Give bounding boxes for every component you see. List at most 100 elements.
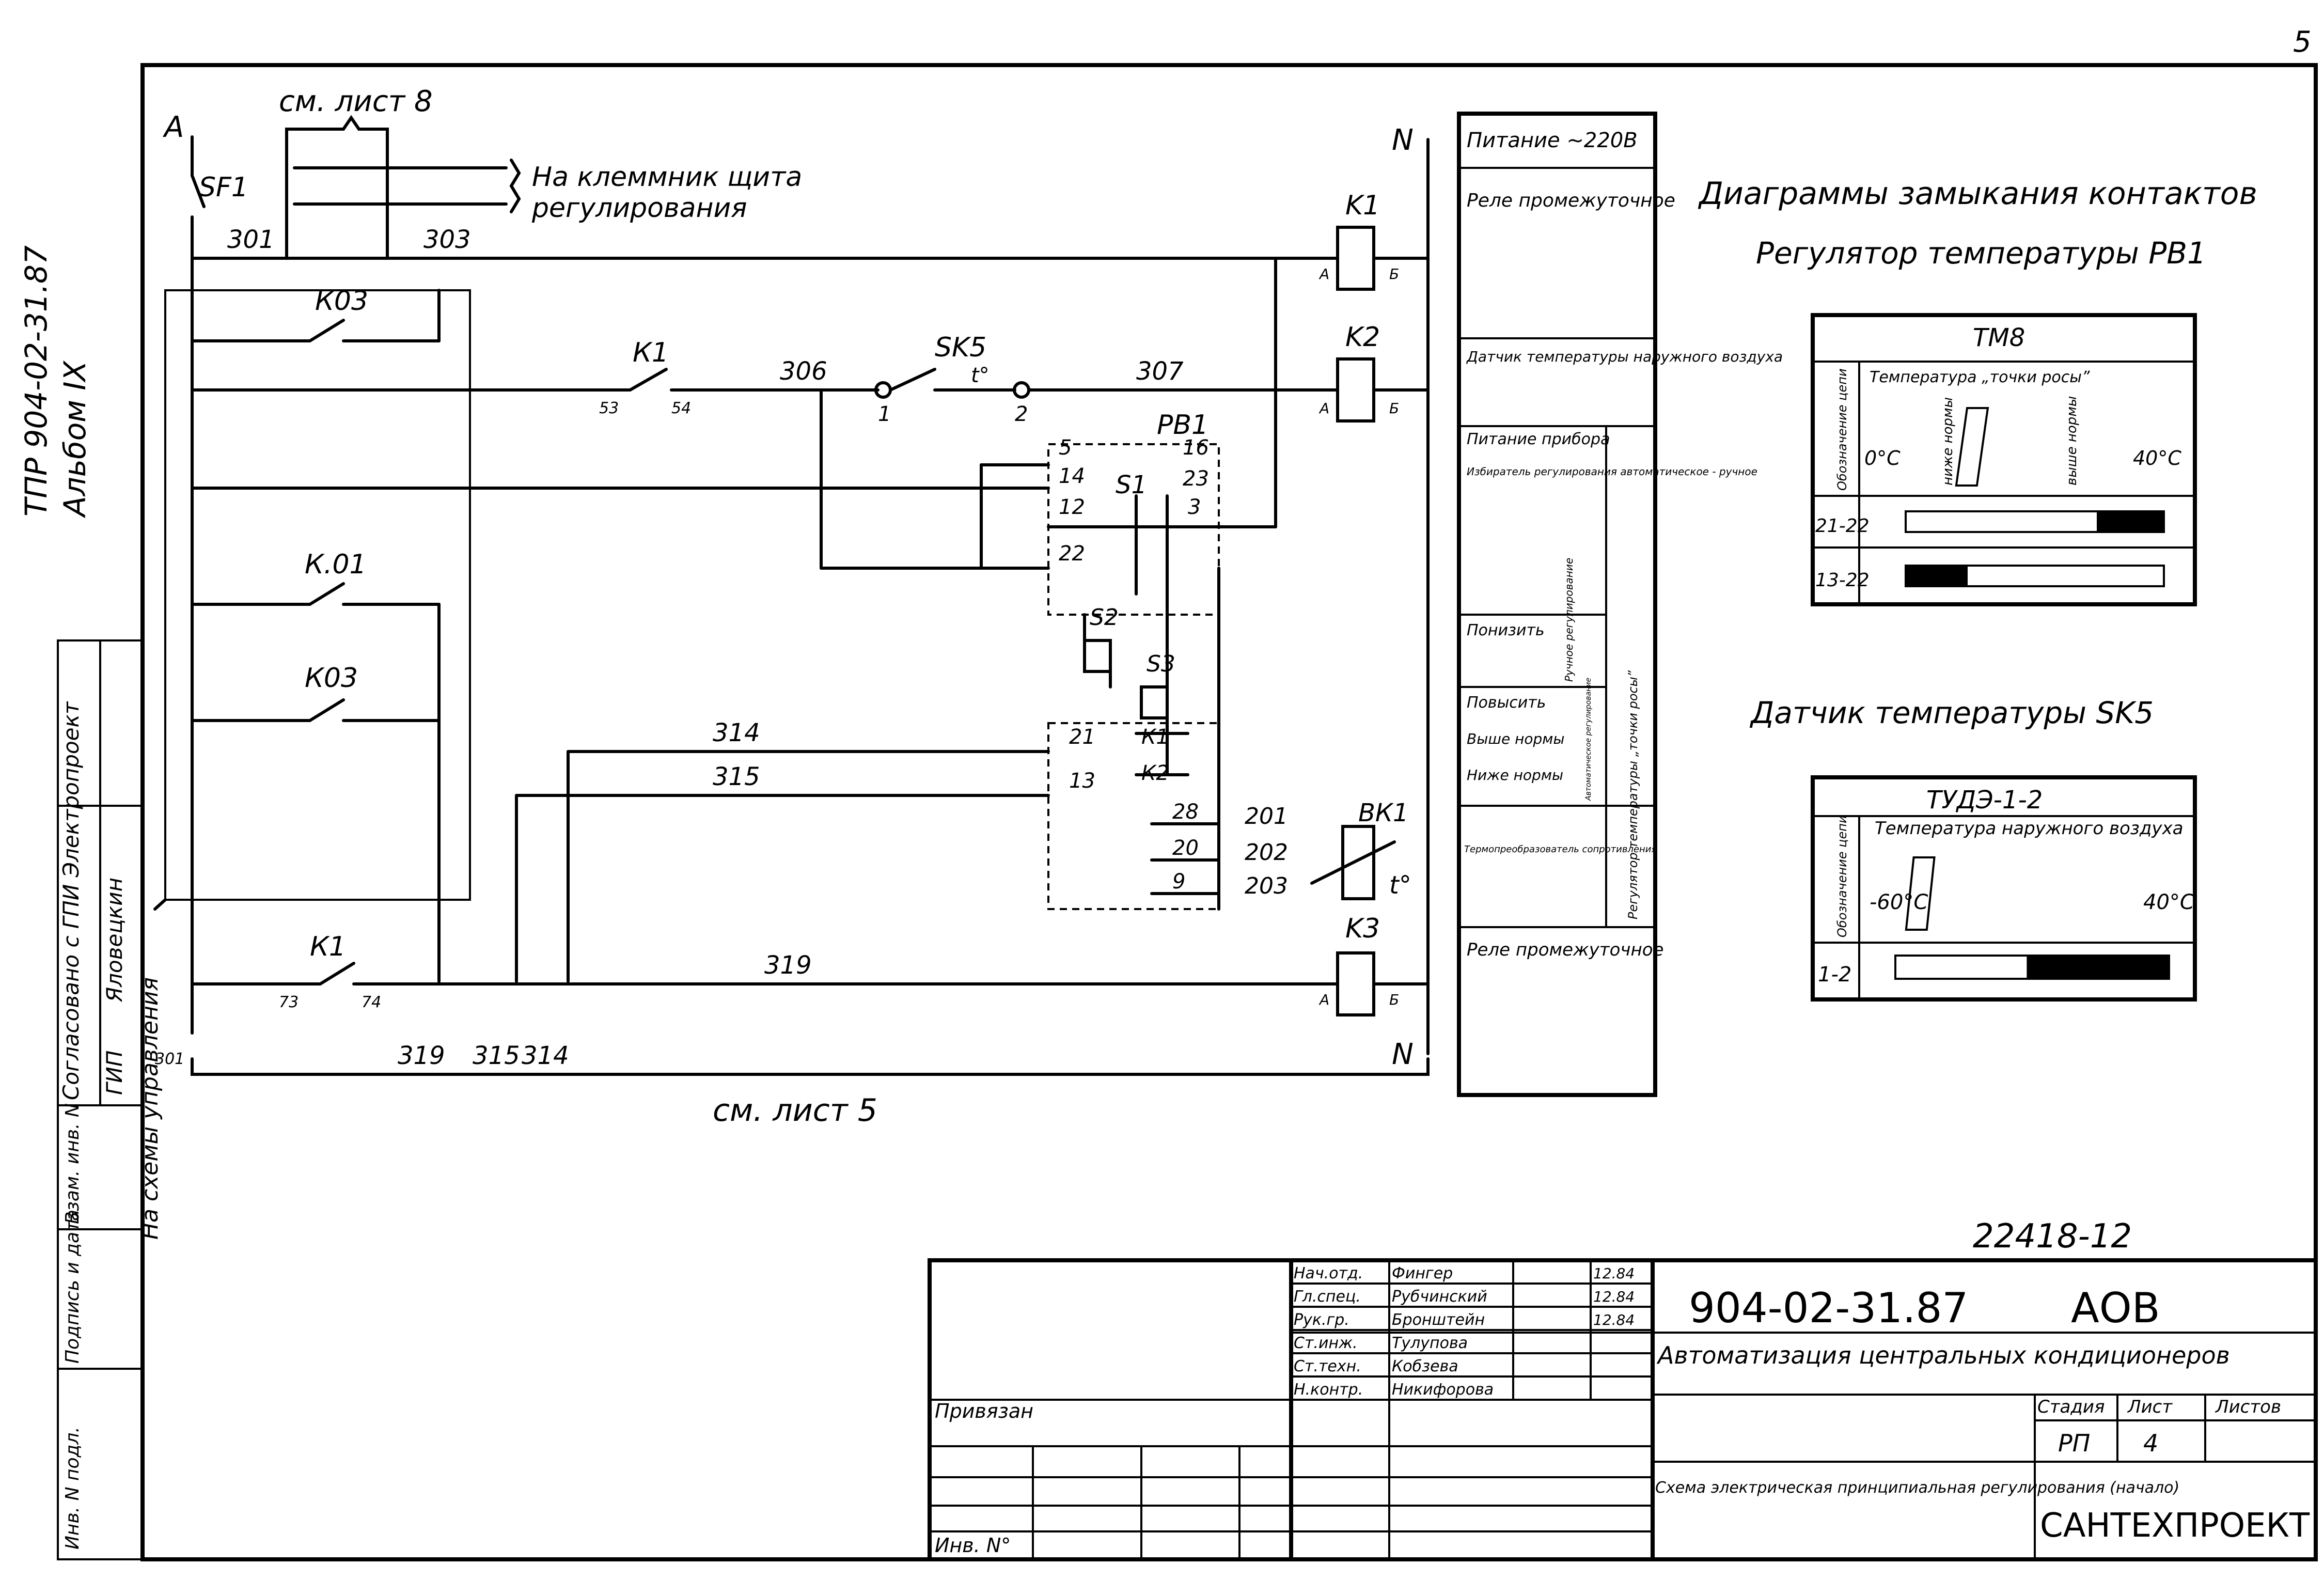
tude-col-header: Обозначение цепи — [1835, 815, 1849, 937]
legend-row-below: Ниже нормы — [1467, 766, 1563, 784]
inv-label: Инв. N° — [935, 1534, 1011, 1557]
svg-text:K2: K2 — [1345, 322, 1380, 353]
phase-label: А — [163, 111, 184, 144]
see-sheet-top: см. лист 8 — [279, 85, 433, 118]
side-stamp: ТПР 904-02-31.87 Альбом IX Согласовано с… — [19, 245, 163, 1560]
svg-text:А: А — [1318, 400, 1329, 417]
stage-label: Стадия — [2037, 1397, 2105, 1417]
k03-top-label: К03 — [315, 286, 368, 317]
wire-319: 319 — [764, 951, 812, 980]
schematic: А N N SF1 см. лист 8 На клеммник щита ре… — [153, 85, 1430, 1129]
breaker-label: SF1 — [199, 172, 248, 203]
svg-text:К2: К2 — [1141, 761, 1169, 785]
k1-bottom-label: К1 — [310, 931, 346, 962]
wire-315: 315 — [713, 762, 760, 791]
gip-label: ГИП — [102, 1051, 127, 1095]
svg-text:22: 22 — [1059, 542, 1085, 566]
legend-row-lower: Понизить — [1467, 621, 1545, 639]
sheet-ref: 22418-12 — [1973, 1217, 2132, 1256]
svg-text:S3: S3 — [1147, 651, 1175, 677]
svg-text:S1: S1 — [1116, 471, 1147, 499]
tm8-row1-closed — [2097, 511, 2164, 532]
sheet-label: Лист — [2127, 1397, 2173, 1417]
k03-mid-label: К03 — [305, 663, 358, 694]
title-person-name: Тулупова — [1392, 1334, 1468, 1352]
svg-text:9: 9 — [1172, 870, 1185, 894]
sk5-pin-2: 2 — [1015, 402, 1028, 426]
svg-text:ВК1: ВК1 — [1358, 799, 1409, 827]
coil-k2: K2 А Б — [1318, 322, 1399, 423]
neutral-label-top: N — [1392, 123, 1414, 157]
legend-row-relay1: Реле промежуточное — [1467, 190, 1675, 211]
tm8-below: ниже нормы — [1940, 397, 1956, 486]
k01-label: К.01 — [305, 549, 367, 580]
doc-title: Автоматизация центральных кондиционеров — [1656, 1341, 2230, 1369]
wire-202: 202 — [1245, 839, 1288, 866]
tm8-row2-closed — [1906, 566, 1968, 586]
tm8-high: 40°С — [2133, 447, 2181, 470]
sheets-label: Листов — [2215, 1397, 2281, 1417]
neutral-label-bottom: N — [1392, 1038, 1414, 1071]
title-person-date: 12.84 — [1593, 1311, 1635, 1328]
svg-text:12: 12 — [1059, 495, 1085, 519]
coil-k3: K3 А Б — [1318, 913, 1399, 1016]
title-person-role: Нач.отд. — [1294, 1264, 1363, 1282]
bottom-wire-315: 315 — [473, 1041, 520, 1070]
svg-text:K1: K1 — [1345, 190, 1380, 221]
legend-table: Питание ~220В Реле промежуточное Датчик … — [1457, 112, 1783, 1097]
tm8-row1-circuit: 21-22 — [1815, 515, 1870, 537]
page-number: 5 — [2293, 25, 2312, 59]
tm8-table — [1811, 313, 2197, 606]
svg-text:21: 21 — [1069, 725, 1095, 749]
tm8-low: 0°С — [1864, 447, 1901, 470]
approved-by: Согласовано с ГПИ Электропроект — [58, 701, 84, 1100]
svg-text:5: 5 — [1059, 436, 1072, 460]
k1-bottom-pin-73: 73 — [279, 993, 299, 1011]
svg-text:14: 14 — [1059, 464, 1085, 488]
contact-diagrams: Диаграммы замыкания контактов Регулятор … — [1698, 176, 2257, 1002]
title-person-role: Н.контр. — [1294, 1381, 1363, 1399]
title-person-date: 12.84 — [1593, 1265, 1635, 1282]
legend-row-above: Выше нормы — [1467, 730, 1565, 747]
sk5-label: SK5 — [935, 332, 986, 363]
tude-row1-closed — [2027, 956, 2169, 979]
wire-203: 203 — [1245, 873, 1288, 899]
bound-label: Привязан — [935, 1400, 1033, 1422]
k1-pin-53: 53 — [599, 399, 619, 417]
title-person-role: Ст.инж. — [1294, 1334, 1358, 1352]
tude-high: 40°С — [2143, 890, 2194, 914]
svg-text:23: 23 — [1183, 467, 1209, 491]
tm8-param: Температура „точки росы” — [1870, 368, 2090, 386]
sheet-value: 4 — [2143, 1429, 2158, 1457]
tm8-row2-circuit: 13-22 — [1815, 570, 1870, 591]
svg-text:S2: S2 — [1090, 604, 1119, 631]
sk5-pin-1: 1 — [878, 402, 891, 426]
svg-text:20: 20 — [1172, 836, 1199, 860]
title-person-role: Ст.техн. — [1294, 1357, 1361, 1375]
k1-pin-54: 54 — [671, 399, 691, 417]
wire-201: 201 — [1245, 803, 1288, 830]
tm8-above: выше нормы — [2064, 396, 2080, 486]
terminal-note-1: На клеммник щита — [532, 162, 802, 193]
bottom-wire-319: 319 — [398, 1041, 445, 1070]
device-pb1: РВ1 5 14 12 22 21 13 16 23 — [191, 410, 1411, 911]
tude-low: -60°С — [1870, 890, 1928, 914]
title-person-name: Рубчинский — [1392, 1288, 1487, 1306]
tude-row1-circuit: 1-2 — [1818, 963, 1851, 987]
title-person-name: Бронштейн — [1392, 1311, 1485, 1329]
scheme-note: На схемы управления — [137, 977, 163, 1240]
drawing-title: Схема электрическая принципиальная регул… — [1655, 1479, 2179, 1497]
doc-code-vertical: ТПР 904-02-31.87 — [19, 245, 54, 517]
svg-text:3: 3 — [1188, 495, 1201, 519]
legend-row-device-power: Питание прибора — [1467, 430, 1610, 448]
svg-text:А: А — [1318, 265, 1329, 283]
title-person-name: Фингер — [1392, 1264, 1453, 1282]
k1-mid-label: К1 — [633, 337, 669, 368]
legend-row-relay2: Реле промежуточное — [1467, 940, 1663, 960]
tm8-col-header: Обозначение цепи — [1835, 368, 1849, 491]
svg-text:t°: t° — [1389, 871, 1411, 900]
album-vertical: Альбом IX — [57, 361, 92, 519]
svg-text:28: 28 — [1172, 800, 1199, 824]
wire-306: 306 — [780, 357, 827, 386]
